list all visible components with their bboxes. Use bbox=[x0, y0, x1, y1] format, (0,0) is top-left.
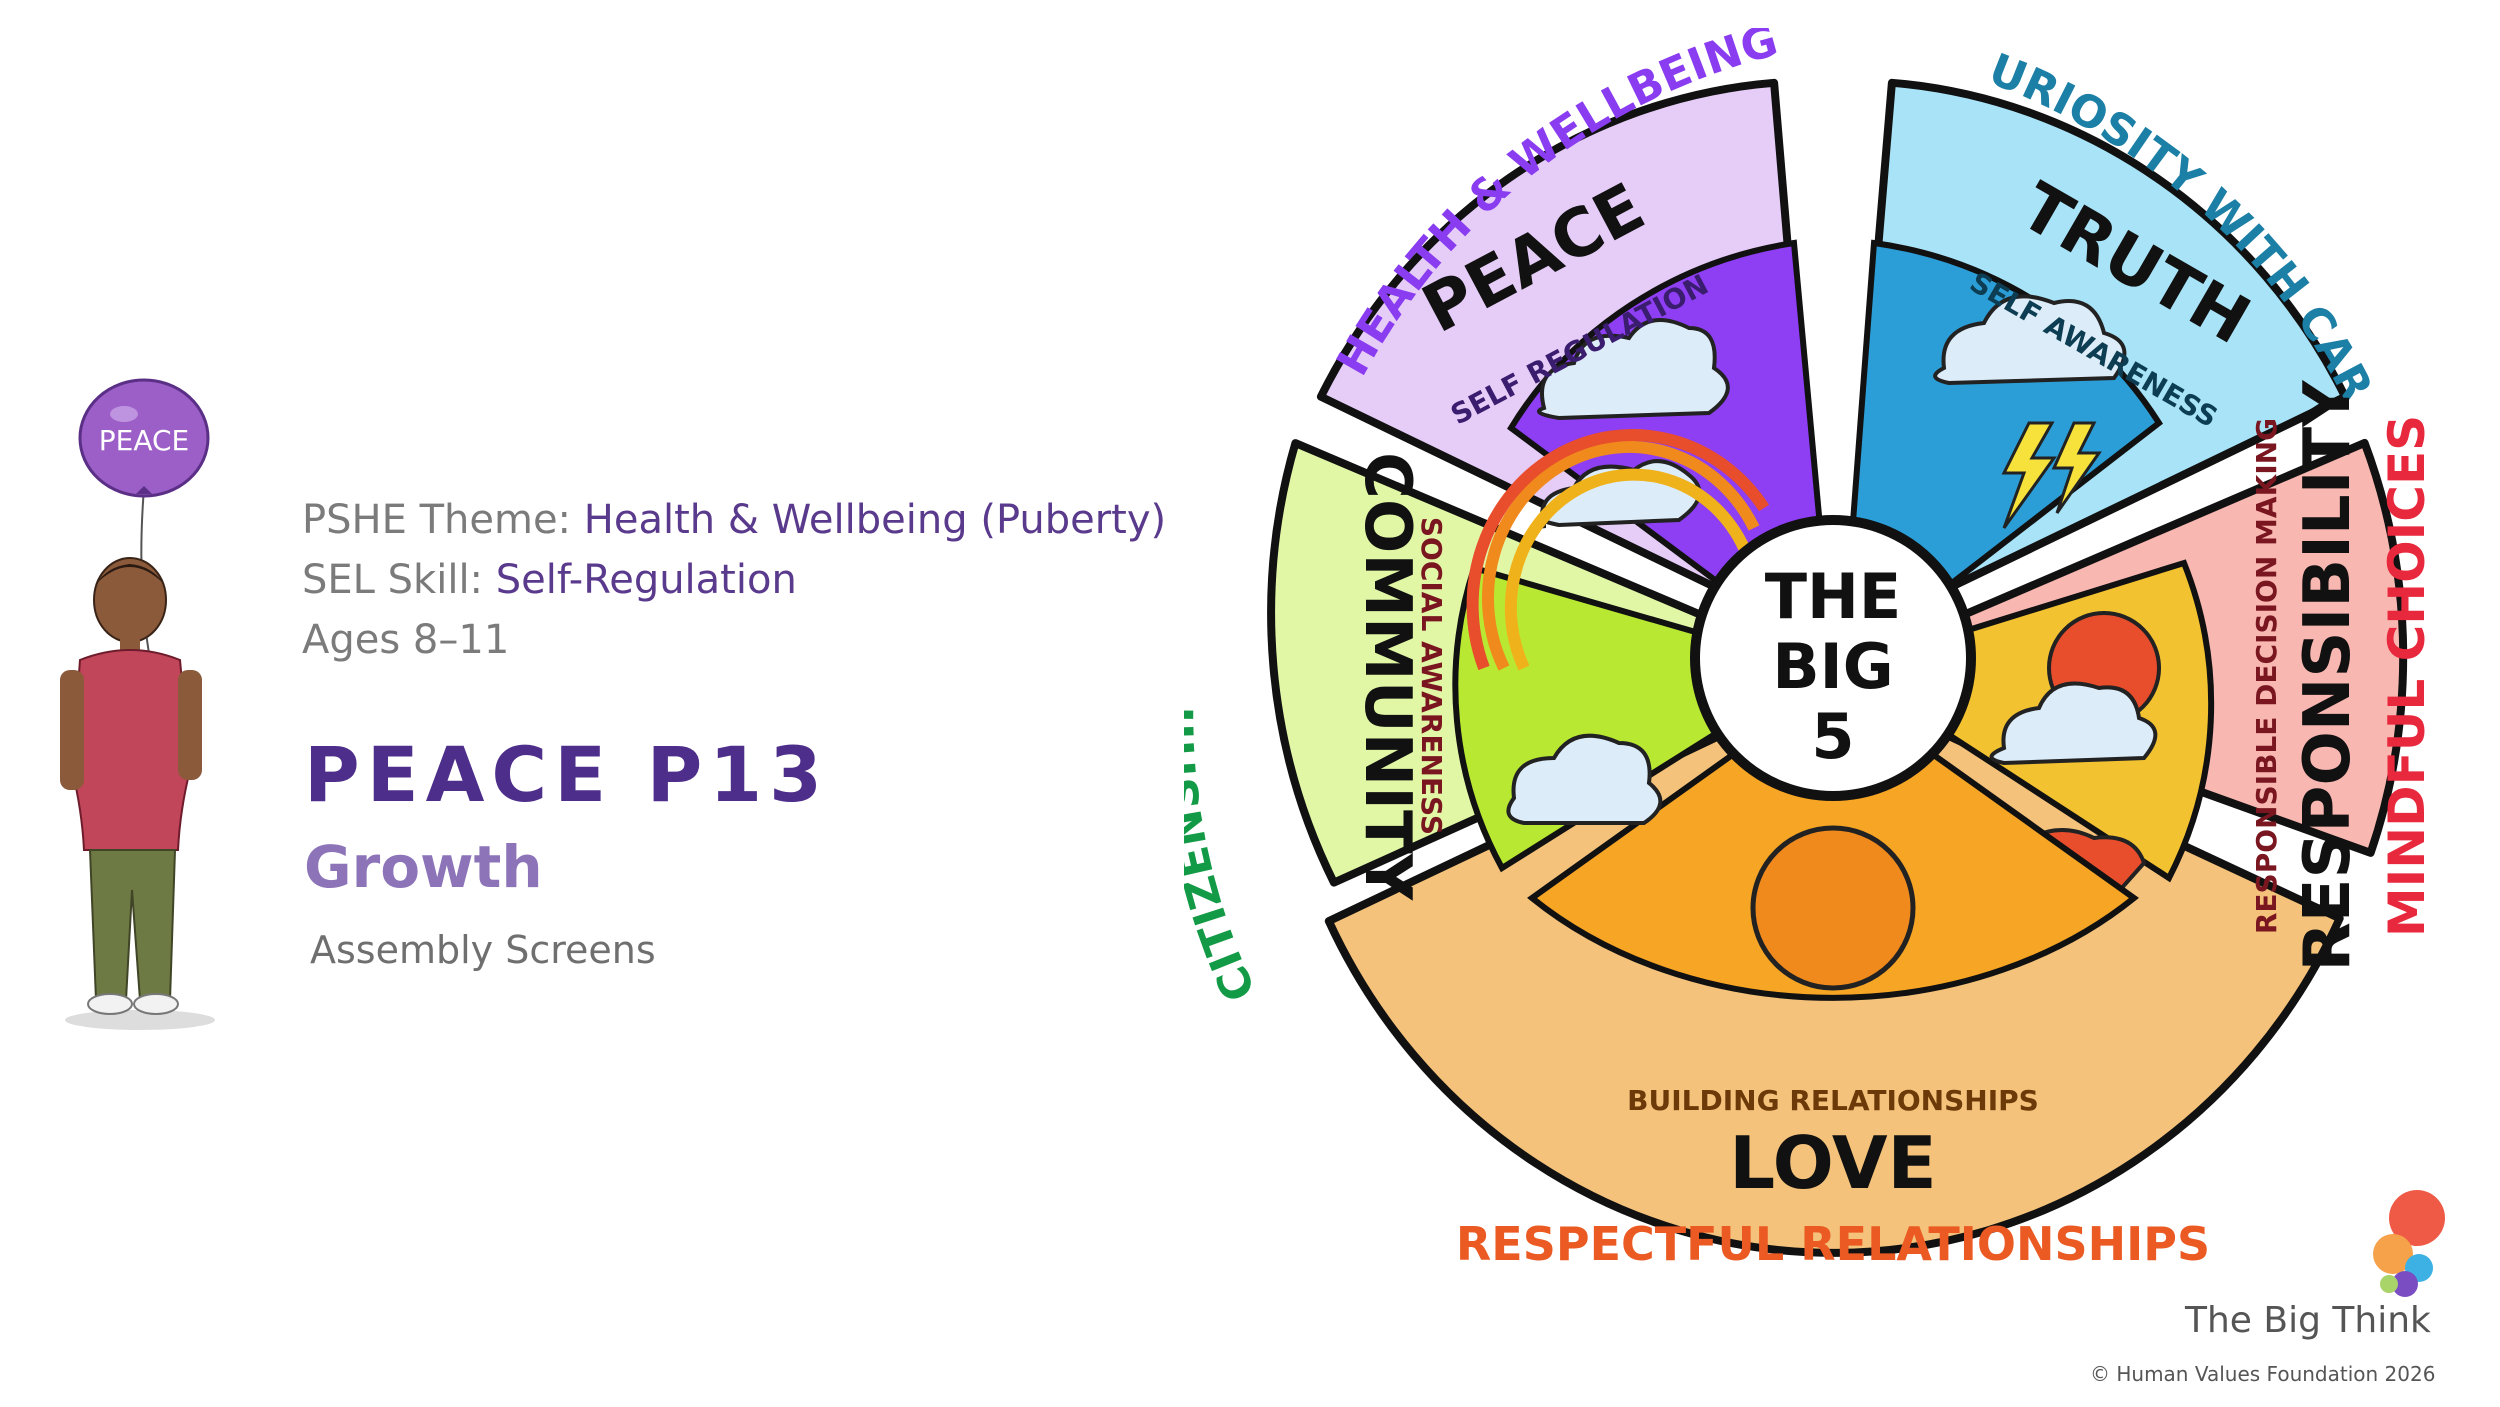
love-outer-label: RESPECTFUL RELATIONSHIPS bbox=[1456, 1217, 2210, 1271]
center-line-1: THE bbox=[1765, 560, 1902, 633]
love-skill-label: BUILDING RELATIONSHIPS bbox=[1627, 1084, 2039, 1117]
pshe-theme-value: Health & Wellbeing (Puberty) bbox=[583, 497, 1167, 543]
brand-name: The Big Think bbox=[2185, 1300, 2431, 1341]
info-block: PSHE Theme: Health & Wellbeing (Puberty)… bbox=[302, 490, 1166, 670]
lightning-icon bbox=[2001, 421, 2102, 529]
center-hub bbox=[1690, 515, 1976, 801]
sel-skill-label: SEL Skill: bbox=[302, 557, 484, 603]
logo-dot-orange bbox=[2373, 1234, 2413, 1274]
ground-shadow bbox=[65, 1010, 215, 1030]
ages-line: Ages 8–11 bbox=[302, 617, 510, 663]
assembly-screens-label: Assembly Screens bbox=[310, 928, 656, 972]
logo-dot-purple bbox=[2392, 1271, 2418, 1297]
logo-dot-green bbox=[2380, 1275, 2398, 1293]
community-value-label: COMMUNITY bbox=[1350, 452, 1424, 901]
community-skill-label: SOCIAL AWARENESS bbox=[1415, 517, 1448, 835]
copyright-notice: © Human Values Foundation 2026 bbox=[2090, 1362, 2436, 1386]
sel-skill-value: Self-Regulation bbox=[495, 557, 797, 603]
center-label: THE BIG 5 bbox=[1765, 560, 1902, 773]
rainbow-icon bbox=[1466, 429, 1770, 671]
boy-with-balloon-illustration: PEACE bbox=[60, 378, 215, 1030]
page-subtitle: Growth bbox=[304, 833, 543, 901]
responsibility-skill-label: RESPONSIBLE DECISION MAKING bbox=[2250, 418, 2283, 934]
small-cloud-icon bbox=[1506, 733, 1663, 825]
center-line-3: 5 bbox=[1811, 700, 1854, 773]
logo-dot-red bbox=[2389, 1190, 2445, 1246]
community-outer-label: CITIZENSHIP bbox=[1184, 690, 1266, 1008]
page-title: PEACE P13 bbox=[304, 730, 830, 819]
big-five-wheel: THE BIG 5 HEALTH & WELLBEING PEACE SELF … bbox=[1184, 28, 2436, 1271]
love-value-label: LOVE bbox=[1729, 1121, 1937, 1205]
sun-icon bbox=[1750, 825, 1916, 991]
boy-figure bbox=[60, 557, 202, 1015]
balloon: PEACE bbox=[78, 378, 210, 498]
pshe-theme-label: PSHE Theme: bbox=[302, 497, 572, 543]
responsibility-outer-label: MINDFUL CHOICES bbox=[2378, 415, 2436, 937]
responsibility-value-label: RESPONSIBILITY bbox=[2291, 380, 2365, 972]
storm-cloud-icon bbox=[1933, 294, 2127, 386]
balloon-text: PEACE bbox=[99, 424, 189, 457]
center-line-2: BIG bbox=[1772, 630, 1893, 703]
the-big-think-logo bbox=[2373, 1190, 2445, 1297]
sel-skill-line: SEL Skill: Self-Regulation bbox=[302, 550, 1166, 610]
pshe-theme-line: PSHE Theme: Health & Wellbeing (Puberty) bbox=[302, 490, 1166, 550]
